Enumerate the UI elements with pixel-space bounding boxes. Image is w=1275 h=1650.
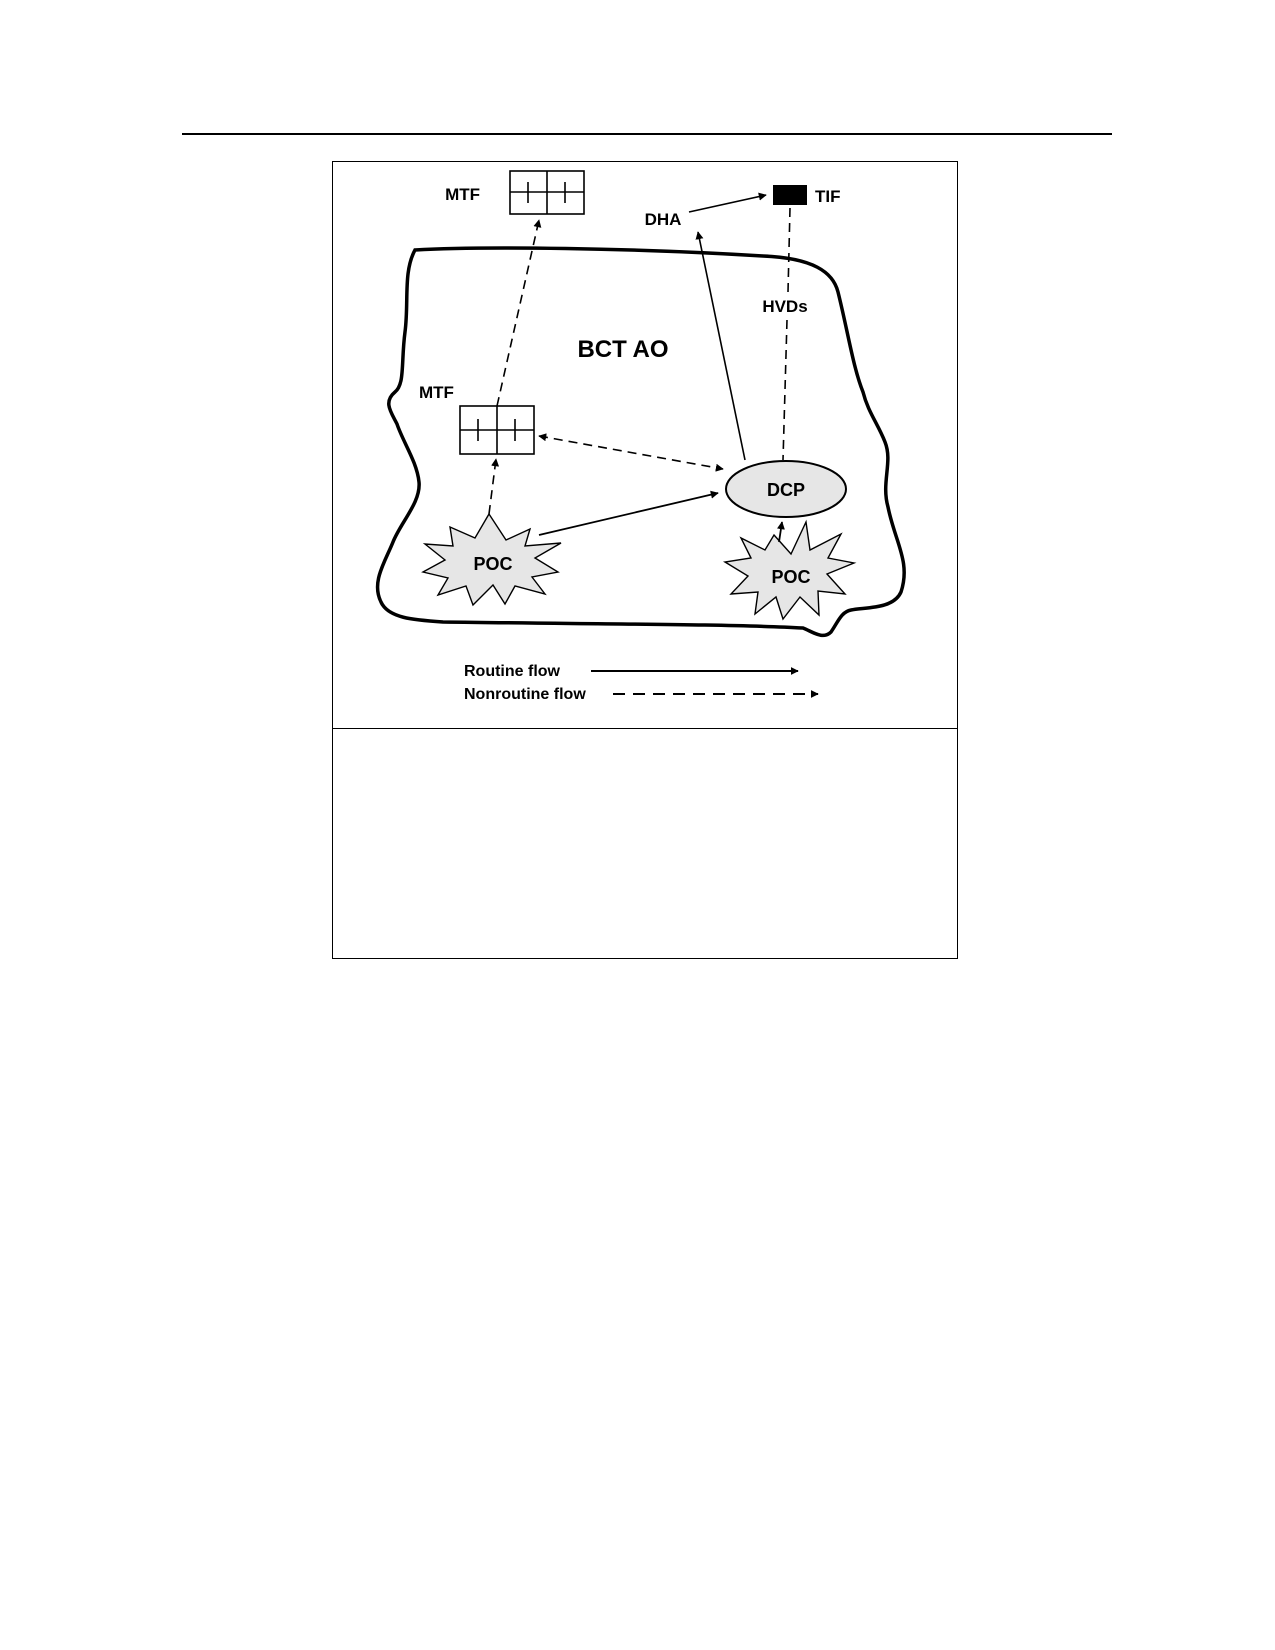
flow-poc-to-mtf [488, 458, 500, 515]
flow-mtf-dcp [538, 433, 724, 472]
flow-dcp-to-tif-upper [787, 207, 791, 293]
legend-routine-label: Routine flow [464, 663, 561, 680]
tif-label: TIF [815, 187, 841, 206]
poc-right-label: POC [771, 567, 810, 587]
legend-nonroutine-label: Nonroutine flow [464, 686, 586, 703]
mtf-inner-icon [459, 405, 535, 455]
area-label: BCT AO [577, 336, 668, 363]
caption-area [333, 729, 957, 958]
flow-dcp-to-tif-lower [782, 319, 788, 461]
hvds-label: HVDs [762, 297, 807, 316]
mtf-top-label: MTF [445, 185, 480, 204]
flow-dha-to-tif [688, 192, 767, 213]
dcp-label: DCP [767, 480, 805, 500]
figure-frame: BCT AO MTF MTF DHA TIF HVDs DCP [332, 161, 958, 959]
tif-icon [773, 185, 807, 205]
flow-dcp-to-dha [695, 231, 746, 461]
flow-mtf-to-mtf [496, 219, 542, 407]
flow-poc-to-dcp [538, 490, 719, 536]
mtf-inner-label: MTF [419, 383, 454, 402]
top-rule [182, 133, 1112, 135]
flow-diagram: BCT AO MTF MTF DHA TIF HVDs DCP [375, 170, 906, 703]
caption-divider [333, 728, 957, 729]
poc-left-label: POC [473, 554, 512, 574]
poc-right-node [722, 519, 857, 621]
mtf-top-icon [509, 170, 585, 215]
dcp-node [725, 460, 847, 518]
poc-left-node [421, 512, 562, 607]
flow-poc-right-to-dcp [776, 521, 785, 543]
dha-label: DHA [645, 210, 682, 229]
bct-ao-boundary [375, 246, 906, 638]
